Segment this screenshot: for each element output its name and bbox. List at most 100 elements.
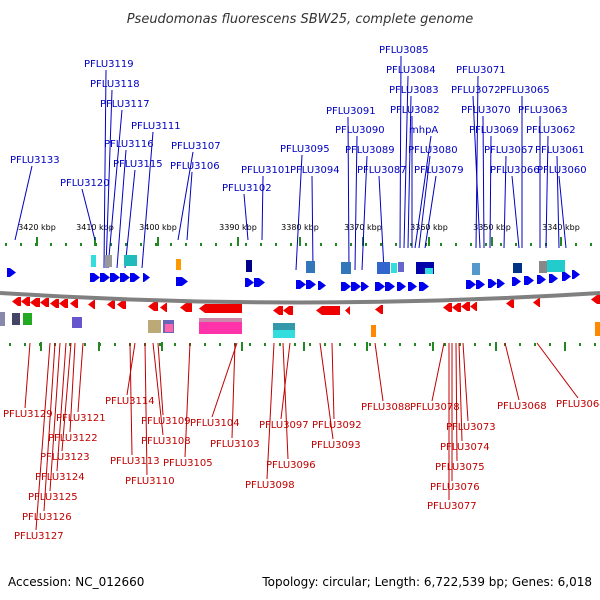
gene-label-top[interactable]: PFLU3111 — [131, 121, 181, 132]
gene-forward[interactable] — [245, 278, 254, 287]
gene-forward[interactable] — [572, 270, 580, 279]
gene-forward[interactable] — [549, 274, 558, 283]
gene-label-bottom[interactable]: PFLU3129 — [3, 409, 53, 420]
gene-label-bottom[interactable]: PFLU3073 — [446, 422, 496, 433]
gene-forward[interactable] — [361, 282, 369, 291]
gene-reverse[interactable] — [316, 306, 340, 315]
gene-label-top[interactable]: PFLU3062 — [526, 125, 576, 136]
gene-label-bottom[interactable]: PFLU3068 — [497, 401, 547, 412]
gene-forward[interactable] — [143, 273, 150, 282]
gene-reverse[interactable] — [88, 300, 95, 309]
gene-forward[interactable] — [120, 273, 130, 282]
gene-reverse[interactable] — [70, 299, 78, 308]
gene-label-top[interactable]: PFLU3067 — [484, 145, 534, 156]
gene-label-top[interactable]: PFLU3102 — [222, 183, 272, 194]
gene-label-bottom[interactable]: PFLU3113 — [110, 456, 160, 467]
gene-forward[interactable] — [408, 282, 417, 291]
gene-label-top[interactable]: PFLU3063 — [518, 105, 568, 116]
gene-label-top[interactable]: PFLU3120 — [60, 178, 110, 189]
gene-label-top[interactable]: PFLU3084 — [386, 65, 436, 76]
gene-label-top[interactable]: PFLU3133 — [10, 155, 60, 166]
gene-forward[interactable] — [497, 279, 505, 288]
gene-label-top[interactable]: PFLU3066 — [490, 165, 540, 176]
gene-forward[interactable] — [254, 278, 265, 287]
gene-label-top[interactable]: PFLU3060 — [537, 165, 587, 176]
gene-label-top[interactable]: PFLU3083 — [389, 85, 439, 96]
gene-reverse[interactable] — [59, 299, 68, 308]
gene-forward[interactable] — [90, 273, 100, 282]
gene-forward[interactable] — [524, 276, 534, 285]
gene-label-bottom[interactable]: PFLU3114 — [105, 396, 155, 407]
gene-label-bottom[interactable]: PFLU3097 — [259, 420, 309, 431]
gene-reverse[interactable] — [117, 300, 126, 309]
gene-label-top[interactable]: PFLU3118 — [90, 79, 140, 90]
gene-reverse[interactable] — [107, 300, 115, 309]
gene-label-bottom[interactable]: PFLU3127 — [14, 531, 64, 542]
gene-label-top[interactable]: PFLU3095 — [280, 144, 330, 155]
gene-reverse[interactable] — [30, 298, 40, 307]
gene-forward[interactable] — [385, 282, 395, 291]
gene-forward[interactable] — [397, 282, 406, 291]
gene-label-bottom[interactable]: PFLU3092 — [312, 420, 362, 431]
gene-label-bottom[interactable]: PFLU3125 — [28, 492, 78, 503]
gene-label-top[interactable]: PFLU3101 — [241, 165, 291, 176]
gene-forward[interactable] — [318, 281, 326, 290]
gene-label-top[interactable]: PFLU3070 — [461, 105, 511, 116]
gene-label-top[interactable]: PFLU3069 — [469, 125, 519, 136]
gene-forward[interactable] — [488, 279, 497, 288]
gene-label-bottom[interactable]: PFLU3075 — [435, 462, 485, 473]
gene-label-bottom[interactable]: PFLU3078 — [410, 402, 460, 413]
gene-label-bottom[interactable]: PFLU3105 — [163, 458, 213, 469]
gene-label-bottom[interactable]: PFLU3077 — [427, 501, 477, 512]
gene-reverse[interactable] — [180, 303, 192, 312]
gene-forward[interactable] — [476, 280, 485, 289]
gene-label-top[interactable]: PFLU3082 — [390, 105, 440, 116]
gene-label-bottom[interactable]: PFLU3110 — [125, 476, 175, 487]
gene-label-bottom[interactable]: PFLU3109 — [141, 416, 191, 427]
gene-label-top[interactable]: PFLU3087 — [357, 165, 407, 176]
gene-label-top[interactable]: PFLU3079 — [414, 165, 464, 176]
gene-label-top[interactable]: PFLU3106 — [170, 161, 220, 172]
gene-label-top[interactable]: PFLU3065 — [500, 85, 550, 96]
gene-reverse[interactable] — [452, 303, 461, 312]
gene-forward[interactable] — [562, 272, 571, 281]
gene-reverse[interactable] — [443, 303, 452, 312]
gene-forward[interactable] — [419, 282, 429, 291]
gene-label-bottom[interactable]: PFLU3076 — [430, 482, 480, 493]
gene-reverse[interactable] — [533, 298, 540, 307]
gene-label-top[interactable]: PFLU3089 — [345, 145, 395, 156]
gene-label-bottom[interactable]: PFLU3121 — [56, 413, 106, 424]
gene-reverse[interactable] — [21, 297, 30, 306]
gene-label-bottom[interactable]: PFLU3093 — [311, 440, 361, 451]
gene-forward[interactable] — [130, 273, 140, 282]
gene-reverse[interactable] — [148, 302, 158, 311]
gene-label-top[interactable]: PFLU3085 — [379, 45, 429, 56]
gene-label-top[interactable]: PFLU3117 — [100, 99, 150, 110]
gene-reverse[interactable] — [375, 305, 383, 314]
gene-reverse[interactable] — [283, 306, 293, 315]
gene-reverse[interactable] — [12, 297, 21, 306]
gene-reverse[interactable] — [470, 302, 477, 311]
gene-label-top[interactable]: PFLU3115 — [113, 159, 163, 170]
gene-forward[interactable] — [7, 268, 16, 277]
gene-forward[interactable] — [375, 282, 385, 291]
gene-forward[interactable] — [466, 280, 476, 289]
gene-forward[interactable] — [100, 273, 110, 282]
gene-reverse[interactable] — [506, 299, 514, 308]
gene-reverse[interactable] — [345, 306, 350, 315]
gene-label-bottom[interactable]: PFLU3122 — [48, 433, 98, 444]
gene-label-top[interactable]: PFLU3071 — [456, 65, 506, 76]
gene-label-top[interactable]: PFLU3080 — [408, 145, 458, 156]
gene-forward[interactable] — [110, 273, 120, 282]
gene-label-top[interactable]: PFLU3107 — [171, 141, 221, 152]
gene-label-top[interactable]: PFLU3090 — [335, 125, 385, 136]
gene-label-bottom[interactable]: PFLU3103 — [210, 439, 260, 450]
gene-forward[interactable] — [306, 280, 316, 289]
gene-reverse[interactable] — [199, 304, 242, 313]
gene-label-top[interactable]: PFLU3061 — [535, 145, 585, 156]
gene-label-bottom[interactable]: PFLU3088 — [361, 402, 411, 413]
gene-label-bottom[interactable]: PFLU3108 — [141, 436, 191, 447]
gene-label-top[interactable]: PFLU3091 — [326, 106, 376, 117]
gene-forward[interactable] — [296, 280, 306, 289]
gene-label-top[interactable]: PFLU3094 — [290, 165, 340, 176]
